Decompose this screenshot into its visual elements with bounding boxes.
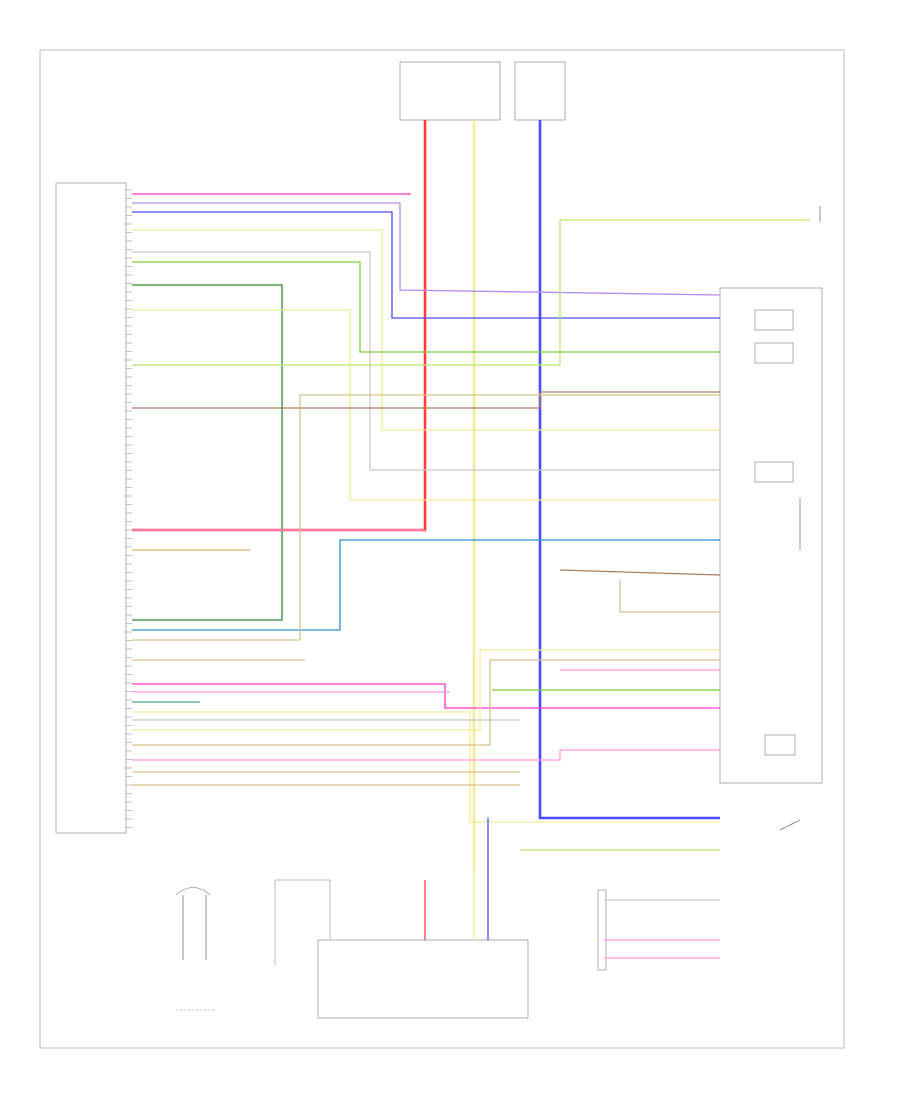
wire-layer [132,120,810,965]
cyan-blue-wire [132,539,720,631]
tcm-component-3 [754,461,794,483]
fuse-block-box [399,61,501,121]
tan-wire [132,394,720,641]
magenta-wire [132,683,720,709]
fuse-block-box-2 [514,61,566,121]
switch-symbol [779,206,821,831]
brown-wire [559,569,721,576]
tcm-component-2 [754,342,794,364]
light-green-wire [132,219,810,366]
blue-wire [132,211,720,319]
magenta-wire [132,193,411,195]
pink-wire [132,749,720,761]
brown-wire [132,391,720,409]
green-wire [132,261,720,353]
light-yellow-wire [132,649,720,731]
tcm-connector-box [719,287,823,784]
tan-wire [132,659,720,746]
light-yellow-wire [132,229,720,431]
light-yellow-wire [132,309,720,501]
tcm-component-1 [754,309,794,331]
red-wire [132,120,427,532]
diagram-frame [39,49,845,1049]
dark-green-wire [132,284,283,621]
light-yellow-wire [132,711,720,823]
right-module-box [597,889,607,971]
ground-symbol-left [175,887,214,1011]
blue-wire [538,120,720,820]
tan-wire [619,580,720,613]
bottom-module-box [317,939,529,1019]
tcm-component-4 [764,734,796,756]
pcm-pin-ticks [126,189,132,828]
pcm-connector-box [55,182,127,834]
gray-wire [132,251,720,471]
